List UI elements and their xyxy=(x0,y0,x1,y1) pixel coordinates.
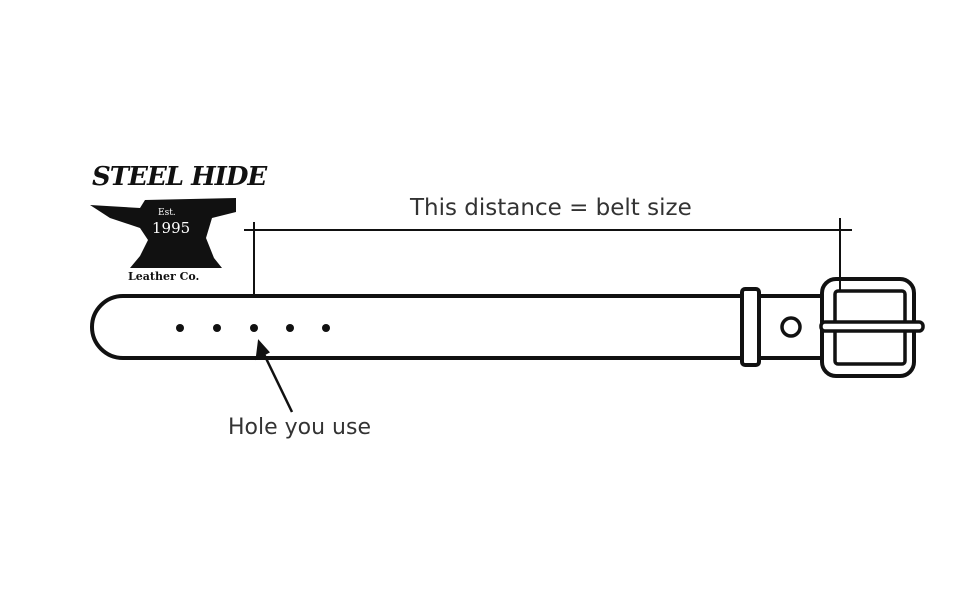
belt-hole xyxy=(176,324,184,332)
belt-keeper xyxy=(740,287,761,367)
buckle-icon xyxy=(819,218,925,378)
logo-brand: STEEL HIDE xyxy=(92,162,267,192)
belt-hole xyxy=(322,324,330,332)
belt-hole-used xyxy=(250,324,258,332)
belt-hole xyxy=(286,324,294,332)
belt-strap xyxy=(90,294,832,360)
arrow-icon xyxy=(255,339,294,413)
anvil-icon xyxy=(90,198,236,268)
buckle-end-hole xyxy=(780,316,802,338)
hole-label: Hole you use xyxy=(228,415,371,440)
belt-hole xyxy=(213,324,221,332)
logo-subtitle: Leather Co. xyxy=(128,270,200,283)
belt-holes xyxy=(176,324,330,332)
logo-est: Est. xyxy=(158,208,176,218)
logo-year: 1995 xyxy=(152,219,191,237)
distance-label: This distance = belt size xyxy=(410,195,692,221)
